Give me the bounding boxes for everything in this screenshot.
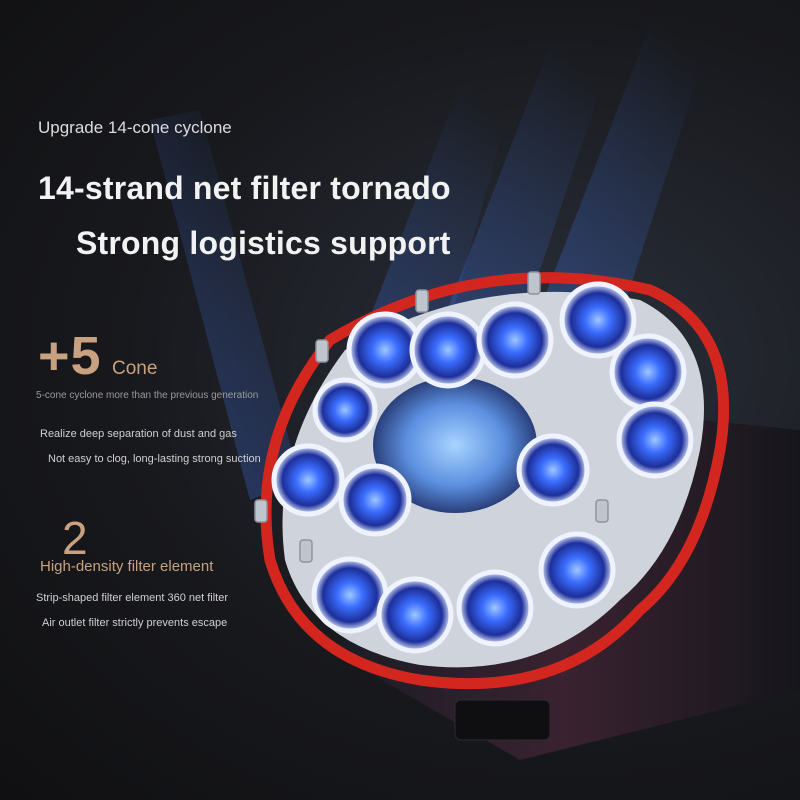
cyclone-cone (456, 569, 534, 647)
cyclone-cone (376, 576, 454, 654)
feature-1-description: 5-cone cyclone more than the previous ge… (36, 390, 259, 401)
feature-2-label: High-density filter element (40, 558, 214, 575)
red-seal-ring (260, 272, 730, 690)
feature-2-number: 2 (62, 512, 88, 564)
cyclone-cone (516, 433, 590, 507)
cyclone-cones (271, 281, 694, 654)
feature-1-number: +5 (38, 326, 102, 386)
cyclone-cone (538, 531, 616, 609)
subtitle: Upgrade 14-cone cyclone (38, 118, 232, 137)
cyclone-cone (312, 377, 378, 443)
cone-nozzles (254, 271, 609, 563)
feature-2-bullet: Air outlet filter strictly prevents esca… (42, 617, 228, 629)
cyclone-cone (271, 443, 345, 517)
cyclone-cone (409, 311, 487, 389)
feature-2-bullet: Strip-shaped filter element 360 net filt… (36, 592, 228, 604)
center-chamber (373, 377, 537, 513)
cyclone-cone (609, 333, 687, 411)
headline-line-2: Strong logistics support (76, 225, 451, 261)
feature-1-bullet: Not easy to clog, long-lasting strong su… (48, 453, 261, 465)
cyclone-cone (616, 401, 694, 479)
feature-1-bullet: Realize deep separation of dust and gas (40, 428, 237, 440)
cyclone-cone (559, 281, 637, 359)
feature-1-unit: Cone (112, 358, 158, 379)
cyclone-cone (476, 301, 554, 379)
latch-clip (454, 699, 551, 741)
cyclone-cone (311, 556, 389, 634)
cyclone-cone (338, 463, 412, 537)
headline-line-1: 14-strand net filter tornado (38, 170, 451, 206)
